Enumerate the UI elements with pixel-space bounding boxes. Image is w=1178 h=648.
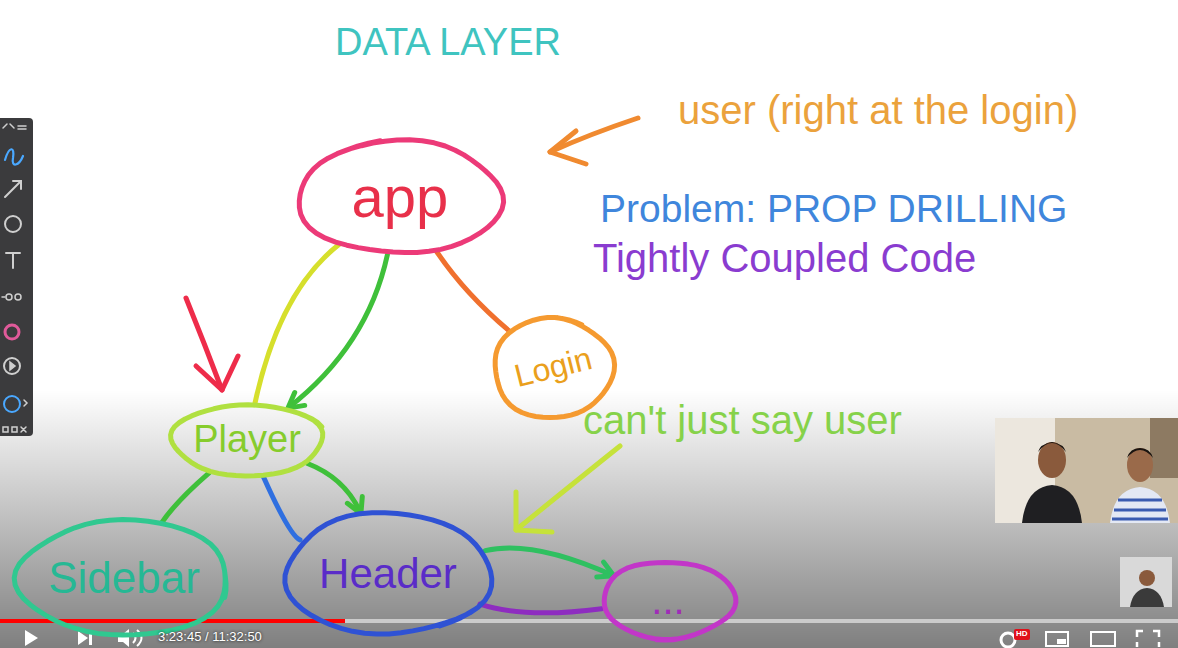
shirt-stripes [1112, 500, 1168, 519]
person-body [1022, 485, 1082, 523]
drawing-toolbar [0, 118, 33, 436]
connector [288, 255, 387, 408]
color-wheel-icon [5, 325, 19, 339]
leader-arrows [186, 118, 638, 532]
dots-icon [2, 296, 5, 298]
timer-icon [24, 400, 27, 406]
connector [485, 548, 614, 577]
progress-track [0, 619, 1178, 623]
node-ellipse: Sidebar [10, 514, 237, 642]
person-hair [1038, 442, 1066, 452]
text-icon [6, 253, 20, 268]
play-icon [10, 362, 15, 370]
leader-arrow [550, 118, 638, 152]
node-border [15, 520, 227, 635]
connector [437, 252, 510, 332]
arrow-head [516, 492, 552, 532]
connector-line [162, 473, 209, 522]
person-body [1130, 588, 1164, 607]
player-controls [0, 619, 1178, 647]
arrow-head [347, 497, 362, 514]
node-label: Header [319, 551, 457, 597]
webcam-door [1150, 418, 1178, 478]
video-time: 3:23:45 / 11:32:50 [158, 630, 262, 644]
node-border [299, 139, 503, 252]
dots-icon [6, 294, 12, 300]
webcam-thumb [1120, 557, 1172, 607]
toolbar-panel [0, 118, 33, 436]
miniplayer-button [1046, 632, 1068, 646]
play-button [25, 630, 38, 646]
person-head [1038, 442, 1066, 478]
hd-badge: HD [1014, 629, 1030, 640]
settings-button [1001, 633, 1015, 647]
node-border [604, 563, 736, 641]
diagram-title: DATA LAYER [335, 22, 561, 64]
connector-line [263, 477, 300, 540]
callout-note: can't just say user [583, 398, 902, 442]
volume-button [118, 629, 129, 647]
tool-icon [3, 427, 26, 432]
connector [255, 244, 339, 402]
connector-line [485, 548, 614, 576]
theater-button [1091, 632, 1115, 646]
problem-note: Tightly Coupled Code [593, 236, 976, 280]
problem-note: Problem: PROP DRILLING [600, 188, 1067, 231]
play-icon [4, 358, 20, 374]
person-hair [1127, 448, 1153, 458]
node-label: Sidebar [48, 554, 200, 602]
arrow-head [196, 356, 238, 390]
node-border [170, 405, 322, 476]
timer-icon [4, 396, 20, 412]
toolbar-icons [2, 124, 27, 432]
dots-icon [15, 294, 21, 300]
arrow-head [550, 131, 586, 164]
node-ellipse: Player [165, 399, 330, 481]
fullscreen-button [1137, 631, 1159, 647]
callout-note: user (right at the login) [678, 88, 1078, 132]
node-ellipse: Header [277, 507, 499, 641]
arrow-icon [5, 181, 21, 197]
connector-line [288, 255, 387, 408]
node-label: Login [511, 341, 595, 394]
tool-icon [3, 124, 26, 129]
circle-icon [5, 216, 21, 232]
arrow-head [288, 393, 305, 409]
person-head [1139, 570, 1155, 586]
node-label: app [352, 165, 449, 229]
connector [162, 473, 209, 522]
leader-arrow [516, 446, 620, 530]
person-head [1127, 448, 1153, 482]
webcam-overlay [995, 418, 1178, 607]
node-ellipse: app [290, 135, 510, 260]
connector-line [480, 604, 602, 613]
pen-icon [5, 149, 23, 164]
connector-line [255, 244, 339, 402]
node-label: Player [193, 419, 301, 461]
webcam-frame [995, 418, 1178, 523]
connector-line [437, 252, 510, 332]
node-border [285, 513, 492, 634]
arrow-head [597, 562, 614, 577]
connector [480, 604, 602, 613]
connector [263, 477, 300, 540]
node-ellipse: ... [596, 556, 741, 644]
node-label: ... [651, 578, 684, 622]
connector [308, 464, 363, 514]
miniplayer-button [1057, 639, 1066, 644]
person-body [1110, 487, 1170, 523]
